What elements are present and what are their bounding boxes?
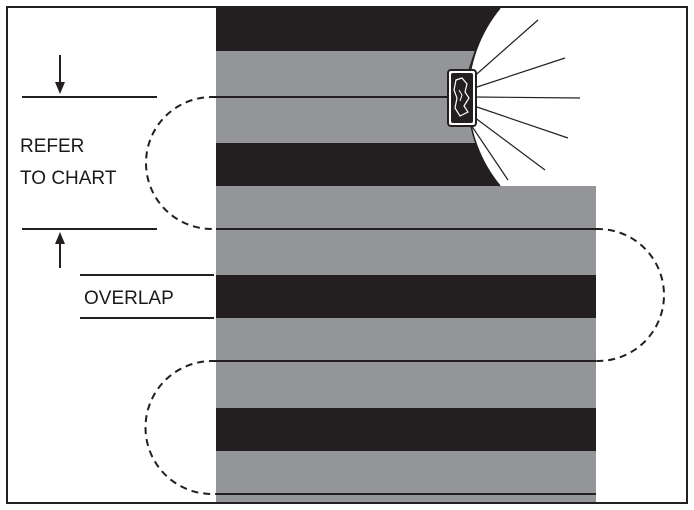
light-beam [464,7,600,187]
refer-label-line2: TO CHART [20,168,117,189]
travel-path [144,96,665,495]
seam-lines [216,96,596,495]
band-dark [216,275,596,318]
band-dark [216,408,596,451]
refer-measurement [22,55,157,268]
turn-left-lower [144,360,216,495]
lamp-icon [447,69,477,127]
band-light [216,318,596,408]
refer-label-line1: REFER [20,136,84,157]
turn-right [596,228,665,362]
light-rays [464,11,581,181]
overlap-label: OVERLAP [84,288,174,309]
turn-left-upper [145,96,216,230]
lower-passes [216,186,596,502]
overlap-measurement [80,274,214,319]
band-light [216,186,596,275]
